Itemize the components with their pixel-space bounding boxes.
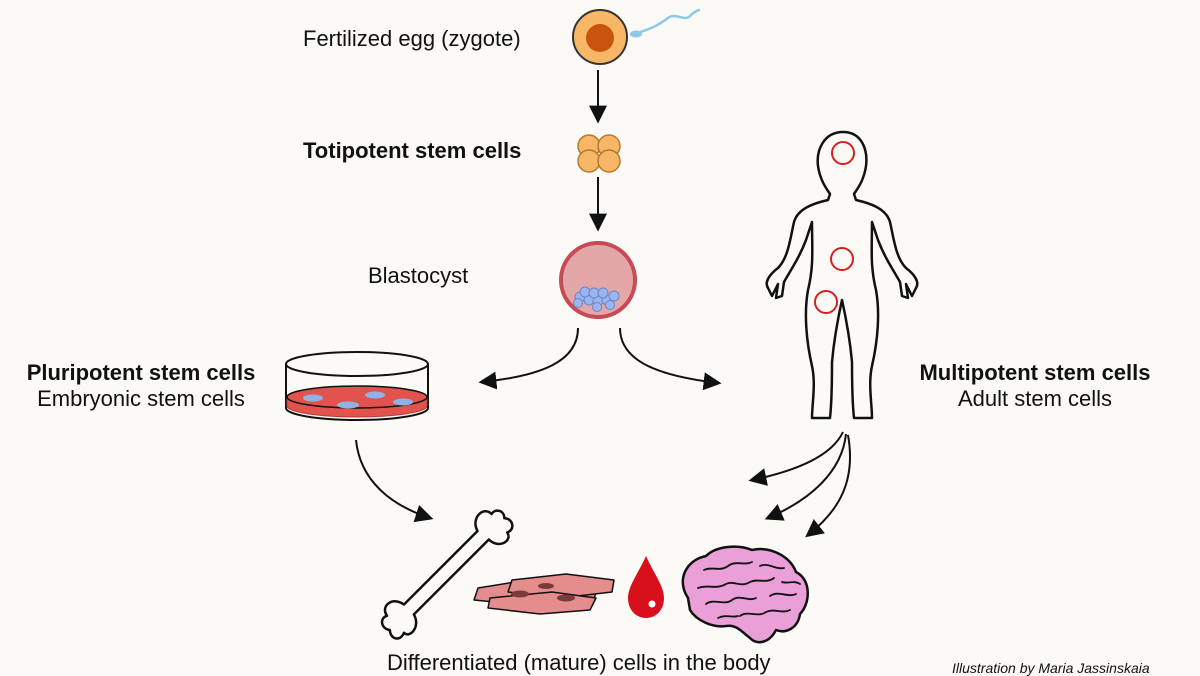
pluripotent-title: Pluripotent stem cells	[26, 360, 256, 385]
inner-cell	[592, 302, 602, 312]
dish-medium-surface	[286, 385, 428, 409]
sperm-tail	[635, 8, 701, 35]
pluripotent-subtitle: Embryonic stem cells	[37, 386, 245, 411]
arrow-multipotent-to-differentiated-2	[764, 433, 847, 521]
dish-rim	[285, 351, 429, 377]
brain-icon	[681, 545, 809, 644]
body-outline	[765, 130, 919, 420]
pluripotent-label-group: Pluripotent stem cells Embryonic stem ce…	[8, 360, 274, 412]
inner-cell	[597, 287, 609, 299]
arrow-blastocyst-to-pluripotent	[478, 327, 579, 390]
blood-drop-highlight	[648, 600, 656, 608]
sperm-head	[630, 30, 642, 38]
illustration-credit: Illustration by Maria Jassinskaia	[952, 660, 1150, 676]
muscle-cells-icon	[473, 573, 615, 615]
multipotent-subtitle: Adult stem cells	[957, 386, 1113, 411]
inner-cell	[579, 286, 591, 298]
totipotent-label: Totipotent stem cells	[303, 138, 522, 163]
muscle-nucleus	[538, 583, 554, 589]
inner-cell-mass	[573, 286, 620, 312]
arrow-blastocyst-to-multipotent	[619, 327, 722, 391]
inner-cell	[605, 300, 615, 310]
blastocyst-icon	[559, 241, 637, 319]
muscle-nucleus	[511, 590, 529, 598]
dish-cell	[303, 394, 323, 402]
dish-cell	[337, 401, 359, 409]
dish-cell	[393, 398, 413, 406]
differentiated-label: Differentiated (mature) cells in the bod…	[387, 650, 771, 675]
arrow-multipotent-to-differentiated-1	[748, 431, 844, 486]
multipotent-label-group: Multipotent stem cells Adult stem cells	[900, 360, 1170, 412]
totipotent-cluster-icon	[577, 134, 621, 173]
brain-shape	[681, 545, 809, 644]
zygote-icon	[572, 8, 701, 65]
blastocyst-label: Blastocyst	[368, 263, 469, 288]
bone-shape	[380, 509, 514, 640]
totipotent-cell	[597, 149, 621, 173]
zygote-label: Fertilized egg (zygote)	[303, 26, 521, 51]
arrow-pluripotent-to-differentiated	[355, 439, 434, 523]
totipotent-cell	[577, 149, 601, 173]
dish-cell	[365, 391, 385, 399]
blood-drop-icon	[628, 556, 664, 618]
blood-drop-shape	[628, 556, 664, 618]
brain-folds	[697, 561, 801, 619]
petri-dish-icon	[285, 351, 429, 421]
inner-cell	[608, 290, 620, 302]
stem-cell-site-abdomen	[830, 247, 854, 271]
arrow-multipotent-to-differentiated-3	[805, 434, 852, 538]
egg-nucleus	[586, 24, 614, 52]
inner-cell	[573, 298, 583, 308]
muscle-cell	[507, 573, 615, 599]
dish-wall	[285, 364, 429, 408]
multipotent-title: Multipotent stem cells	[919, 360, 1151, 385]
stem-cell-site-head	[831, 141, 855, 165]
human-body-icon	[765, 130, 919, 420]
bone-icon	[380, 509, 514, 640]
muscle-nucleus	[557, 594, 575, 602]
stem-cell-site-hip	[814, 290, 838, 314]
